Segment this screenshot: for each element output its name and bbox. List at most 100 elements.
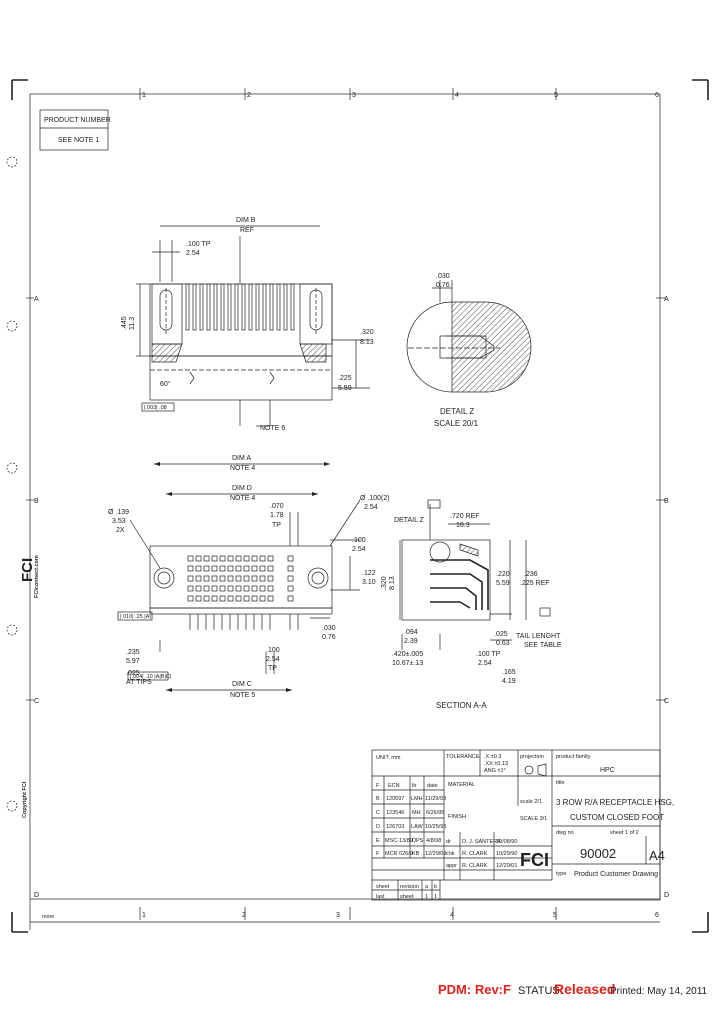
tolerance-value: .X ±0.3 — [484, 754, 501, 760]
material-label: MATERIAL — [448, 782, 475, 788]
status-value: Released — [554, 981, 616, 997]
approval-cell: R. CLARK — [462, 863, 488, 869]
col-label: 6 — [655, 912, 659, 919]
section-title: SECTION A-A — [436, 701, 487, 710]
sheet-cell: 1 — [425, 894, 428, 900]
dim-label: 8.13 — [389, 576, 396, 590]
rev-cell: MSC-13/89 — [385, 838, 413, 844]
detail-scale: SCALE 20/1 — [434, 419, 479, 428]
col-label: 4 — [450, 912, 454, 919]
col-label: 1 — [142, 912, 146, 919]
col-label: 5 — [554, 92, 558, 99]
drawing-size: A4 — [649, 848, 665, 863]
dim-label: TP — [272, 522, 281, 529]
rev-cell: 6/26/95 — [426, 810, 444, 816]
title-block: UNIT: mm TOLERANCE .X ±0.3 .XX ±0.13 ANG… — [371, 749, 674, 901]
rev-cell: 123546 — [386, 810, 404, 816]
approval-cell: R. CLARK — [462, 851, 488, 857]
dim-label: Ø .100(2) — [360, 495, 390, 502]
approval-cell: dr — [446, 839, 451, 845]
dim-label: 5.59 — [496, 580, 510, 587]
dim-label: REF — [240, 227, 254, 234]
sheet-cell: b — [434, 884, 437, 890]
dim-label: .030 — [436, 273, 450, 280]
drawing-title-1: 3 ROW R/A RECEPTACLE HSG, — [556, 798, 674, 807]
dim-label: .094 — [404, 629, 418, 636]
row-label: C — [34, 698, 39, 705]
rev-cell: 12/29/09 — [425, 851, 446, 857]
pdm-revision: PDM: Rev:F — [438, 982, 511, 997]
note-label: TAIL LENGHT — [516, 633, 561, 640]
dim-label: DIM B — [236, 217, 256, 224]
detail-title: DETAIL Z — [440, 407, 474, 416]
dim-label: DIM D — [232, 485, 252, 492]
rev-cell: C — [376, 810, 380, 816]
dim-label: .122 — [362, 570, 376, 577]
sheet-ref: none — [42, 914, 54, 920]
type-label: type — [556, 871, 566, 877]
rev-cell: DPS — [412, 838, 424, 844]
dim-label: 5.97 — [126, 658, 140, 665]
dim-label: 5.59 — [338, 385, 352, 392]
copyright: Copyright FCI — [22, 781, 28, 818]
rev-cell: F — [376, 851, 380, 857]
dim-label: 2.54 — [478, 660, 492, 667]
row-label: D — [34, 892, 39, 899]
dim-label: TP — [268, 665, 277, 672]
approval-cell: appr — [446, 863, 457, 869]
note-label: NOTE 6 — [260, 425, 285, 432]
front-view: DIM A NOTE 4 DIM D NOTE 4 Ø .139 3.53 2X… — [108, 455, 390, 699]
col-label: 1 — [142, 92, 146, 99]
rev-cell: MH — [412, 810, 421, 816]
rev-cell: date — [427, 783, 438, 789]
dim-label: .225 — [338, 375, 352, 382]
rev-cell: D — [376, 824, 380, 830]
dim-label: 2.54 — [352, 546, 366, 553]
dim-label: .320 — [360, 329, 374, 336]
sheet-cell: revision — [400, 884, 419, 890]
rev-cell: 11/29/93 — [425, 796, 446, 802]
dim-label: .100 TP — [476, 651, 501, 658]
dim-label: 3.10 — [362, 579, 376, 586]
drawing-number: 90002 — [580, 846, 616, 861]
dim-label: 4.19 — [502, 678, 516, 685]
dim-label: 8.13 — [360, 339, 374, 346]
row-label: D — [664, 892, 669, 899]
dim-label: 2.54 — [364, 504, 378, 511]
col-label: 4 — [455, 92, 459, 99]
col-label: 3 — [352, 92, 356, 99]
dim-label: .100 — [352, 537, 366, 544]
dim-label: 60° — [160, 380, 171, 388]
rev-cell: LAW — [411, 824, 424, 830]
tolerance-value: .XX ±0.13 — [484, 761, 508, 767]
rev-cell: E — [376, 838, 380, 844]
fci-logo: FCI — [19, 558, 36, 582]
row-label: B — [664, 498, 669, 505]
product-family: HPC — [600, 767, 615, 774]
dim-label: 2X — [116, 527, 125, 534]
note-label: NOTE 5 — [230, 692, 255, 699]
border-frame — [6, 79, 709, 933]
dim-label: 1.78 — [270, 512, 284, 519]
dim-label: .030 — [322, 625, 336, 632]
printed-date: Printed: May 14, 2011 — [610, 986, 708, 997]
approval-cell: 10/08/90 — [496, 839, 517, 845]
dim-label: Ø .139 — [108, 509, 129, 516]
rev-cell: 10/25/95 — [425, 824, 446, 830]
dim-label: .320 — [381, 576, 388, 590]
dim-label: .165 — [502, 669, 516, 676]
dim-label: DIM C — [232, 681, 252, 688]
approval-cell: 12/29/01 — [496, 863, 517, 869]
projection-symbol-icon — [524, 763, 547, 777]
unit-label: UNIT: mm — [376, 755, 401, 761]
rev-cell: LMH — [411, 796, 423, 802]
dim-label: 0.76 — [436, 282, 450, 289]
rev-cell: ltr — [412, 783, 417, 789]
sheet-cell: a — [425, 884, 429, 890]
scale-label: scale 2/1 — [520, 799, 542, 805]
tolerance-callout: |.003| .08 — [144, 405, 167, 411]
dim-label: .025 — [126, 670, 140, 677]
rev-cell: B — [376, 796, 380, 802]
projection-label: projection — [520, 754, 544, 760]
dim-label: DIM A — [232, 455, 251, 462]
